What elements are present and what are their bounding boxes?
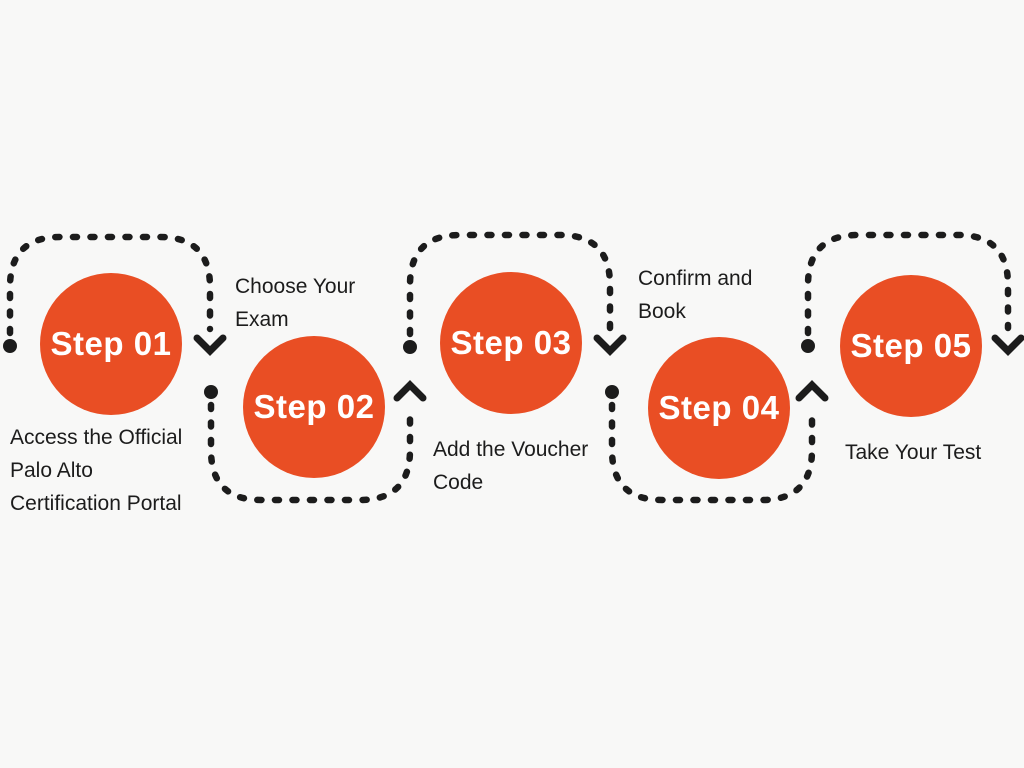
start-dot [605,385,619,399]
dashed-arc [406,231,614,338]
arrow-down-icon [991,334,1024,356]
arrow-down-icon [593,334,627,356]
step-04-caption: Confirm and Book [638,267,753,323]
step-01-circle: Step 01 [40,273,182,415]
dashed-arc [6,233,214,337]
start-dot [3,339,17,353]
dashed-arc [804,231,1012,337]
step-02-circle: Step 02 [243,336,385,478]
arc-under-step-04 [605,380,829,504]
step-02-caption: Choose Your Exam [235,275,356,331]
start-dot [403,340,417,354]
arrow-down-icon [193,334,227,356]
arrow-up-icon [795,380,829,402]
step-01-caption: Access the Official Palo Alto Certificat… [10,426,183,515]
start-dot [801,339,815,353]
step-03-label: Step 03 [450,324,572,361]
step-01-label: Step 01 [50,325,172,362]
arc-over-step-05 [801,231,1024,356]
step-03-circle: Step 03 [440,272,582,414]
arrow-up-icon [393,380,427,402]
arc-over-step-03 [403,231,627,356]
arc-under-step-02 [204,380,427,504]
start-dot [204,385,218,399]
dashed-arc [608,401,816,504]
step-04-label: Step 04 [658,389,780,426]
step-05-caption: Take Your Test [845,441,982,464]
step-05-circle: Step 05 [840,275,982,417]
step-02-label: Step 02 [253,388,375,425]
dashed-arc [207,401,414,504]
arc-over-step-01 [3,233,227,356]
step-04-circle: Step 04 [648,337,790,479]
step-05-label: Step 05 [850,327,972,364]
step-03-caption: Add the Voucher Code [433,438,589,494]
